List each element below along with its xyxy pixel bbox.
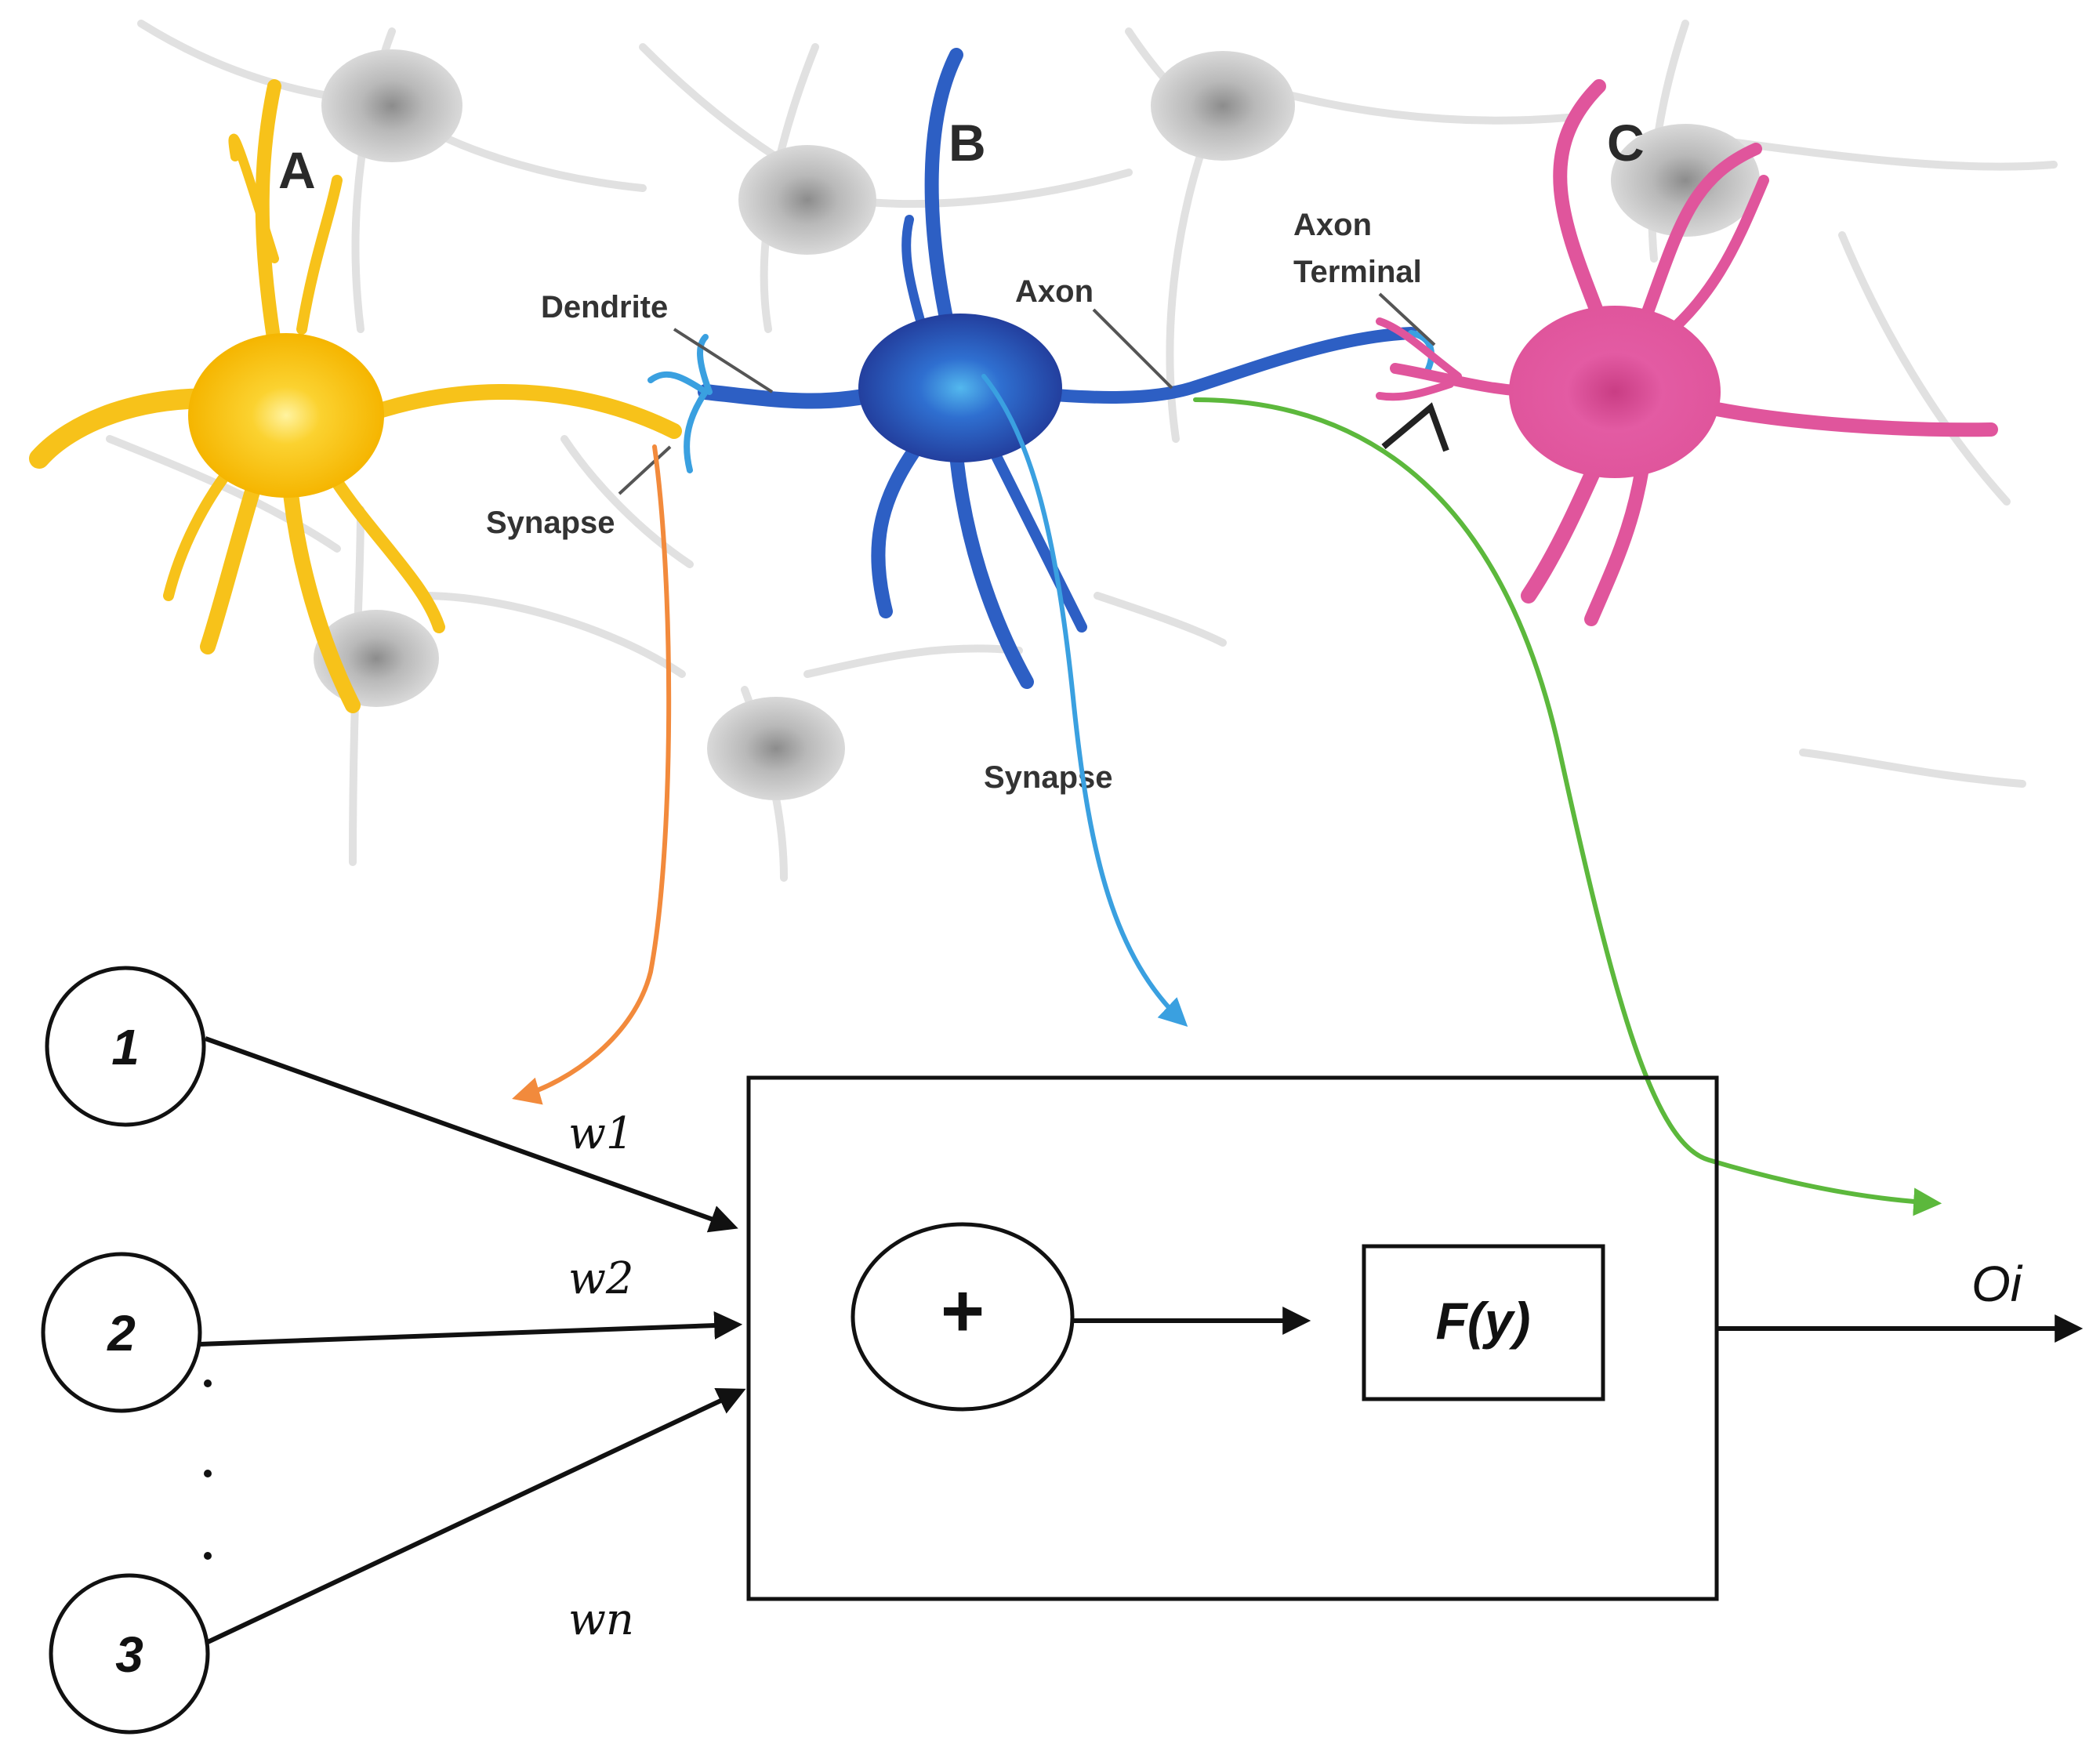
activation-function-label: F(y) <box>1436 1292 1531 1350</box>
summation-symbol: + <box>941 1269 985 1353</box>
input-node-1: 1 <box>45 966 206 1127</box>
neuron-b-body <box>858 314 1062 462</box>
neuron-c-label: C <box>1607 114 1645 172</box>
output-label: Oi <box>1971 1256 2023 1312</box>
summation-node: + <box>851 1222 1075 1412</box>
synapse-bottom-label: Synapse <box>984 760 1113 795</box>
axon-terminal-label-line2: Terminal <box>1293 255 1422 289</box>
mapping-arrows <box>512 374 1942 1216</box>
orange-mapping-arrow <box>512 444 672 1105</box>
neuron-b-dendrite-tips <box>647 330 1434 473</box>
background-cell-bodies <box>314 49 1760 800</box>
axon-terminal-pointer <box>1378 292 1436 346</box>
green-mapping-arrow <box>1193 397 1942 1216</box>
axon-label: Axon <box>1015 274 1094 309</box>
input-arrow-2 <box>199 1311 743 1347</box>
dendrite-pointer <box>673 328 774 393</box>
input-node-3-label: 3 <box>115 1626 143 1683</box>
synapse-marker-c <box>1381 402 1449 452</box>
neuron-a: A <box>29 79 682 713</box>
neuron-b: B <box>647 48 1434 689</box>
axon-pointer <box>1092 308 1173 390</box>
synapse-left-pointer <box>618 445 672 495</box>
input-node-3: 3 <box>49 1573 210 1735</box>
synapse-left-label: Synapse <box>486 506 615 540</box>
neuron-a-body <box>188 333 384 498</box>
input-arrow-3 <box>206 1387 746 1644</box>
neuron-a-label: A <box>278 141 316 199</box>
anatomy-annotations: Dendrite Axon Axon Terminal Synapse Syna… <box>486 208 1449 795</box>
input-arrows <box>199 1036 746 1644</box>
neuron-c-body <box>1509 306 1721 478</box>
neuron-b-label: B <box>948 114 986 172</box>
neuron-box <box>746 1075 1719 1601</box>
neuron-c: C <box>1376 79 1998 626</box>
axon-terminal-label-line1: Axon <box>1293 208 1372 242</box>
dendrite-label: Dendrite <box>541 290 668 324</box>
artificial-neuron-model: 1 2 3 w1 w2 wn + <box>41 966 2084 1735</box>
blue-mapping-arrow <box>981 374 1188 1027</box>
weight-1-label: w1 <box>568 1108 634 1159</box>
weight-n-label: wn <box>568 1594 634 1645</box>
input-node-1-label: 1 <box>111 1019 140 1075</box>
background-neurons <box>106 20 2058 882</box>
weight-2-label: w2 <box>568 1253 634 1304</box>
activation-function-box: F(y) <box>1362 1244 1605 1401</box>
input-arrow-1 <box>204 1036 738 1233</box>
ellipsis-dots <box>204 1379 212 1560</box>
input-node-2: 2 <box>41 1252 202 1413</box>
input-node-2-label: 2 <box>107 1305 136 1361</box>
